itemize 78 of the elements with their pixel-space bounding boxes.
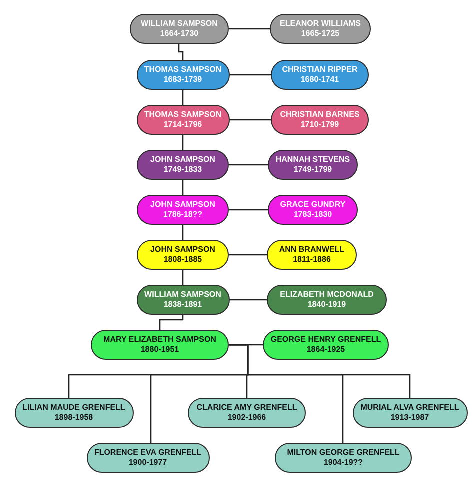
life-dates: 1665-1725 [301, 29, 340, 39]
person-name: ELEANOR WILLIAMS [280, 19, 361, 29]
person-pill [270, 14, 371, 44]
person-name: WILLIAM SAMPSON [144, 290, 222, 300]
person-pill [268, 150, 358, 180]
person-name: JOHN SAMPSON [150, 155, 216, 165]
person-pill [137, 195, 229, 225]
person-name: THOMAS SAMPSON [144, 110, 222, 120]
person-name: MILTON GEORGE GRENFELL [287, 448, 400, 458]
life-dates: 1900-1977 [128, 458, 168, 468]
person-name: FLORENCE EVA GRENFELL [94, 448, 202, 458]
person-name: MURIAL ALVA GRENFELL [360, 403, 460, 413]
marriage-line [229, 28, 270, 30]
person-name: LILIAN MAUDE GRENFELL [22, 403, 126, 413]
person-pill [137, 150, 229, 180]
marriage-line [229, 254, 267, 256]
person-pill [137, 240, 229, 270]
marriage-line [230, 74, 271, 76]
person-name: JOHN SAMPSON [150, 245, 216, 255]
life-dates: 1783-1830 [294, 210, 332, 220]
descent-line [159, 315, 184, 330]
descent-line [182, 135, 184, 150]
life-dates: 1838-1891 [164, 300, 202, 310]
person-pill [14, 398, 134, 428]
descent-line [182, 270, 184, 285]
person-pill [352, 398, 468, 428]
person-name: MARY ELIZABETH SAMPSON [104, 335, 216, 345]
person-name: GEORGE HENRY GRENFELL [270, 335, 382, 345]
life-dates: 1904-19?? [324, 458, 364, 468]
person-pill [267, 285, 387, 315]
person-pill [136, 60, 230, 90]
person-pill [271, 60, 369, 90]
person-pill [136, 285, 230, 315]
person-name: THOMAS SAMPSON [144, 65, 222, 75]
person-pill [275, 443, 412, 473]
person-name: WILLIAM SAMPSON [141, 19, 218, 29]
life-dates: 1749-1799 [294, 165, 332, 175]
life-dates: 1749-1833 [164, 165, 202, 175]
person-name: JOHN SAMPSON [150, 200, 216, 210]
marriage-line [230, 119, 271, 121]
person-pill [263, 330, 389, 360]
marriage-line [229, 164, 268, 166]
marriage-line [230, 299, 267, 301]
life-dates: 1864-1925 [306, 345, 346, 355]
person-pill [268, 195, 358, 225]
life-dates: 1913-1987 [390, 413, 430, 423]
person-name: GRACE GUNDRY [280, 200, 346, 210]
life-dates: 1880-1951 [140, 345, 180, 355]
life-dates: 1714-1796 [164, 120, 202, 130]
life-dates: 1786-18?? [163, 210, 203, 220]
person-name: ANN BRANWELL [279, 245, 345, 255]
person-name: ELIZABETH MCDONALD [280, 290, 374, 300]
person-pill [271, 105, 369, 135]
person-name: CLARICE AMY GRENFELL [196, 403, 298, 413]
person-pill [91, 330, 229, 360]
life-dates: 1898-1958 [54, 413, 94, 423]
marriage-line [229, 209, 268, 211]
person-name: CHRISTIAN RIPPER [282, 65, 358, 75]
life-dates: 1680-1741 [300, 75, 340, 85]
person-pill [267, 240, 357, 270]
life-dates: 1840-1919 [308, 300, 346, 310]
descent-line [182, 90, 184, 105]
life-dates: 1710-1799 [300, 120, 340, 130]
person-name: CHRISTIAN BARNES [280, 110, 360, 120]
descent-line [178, 44, 184, 60]
descent-line [182, 225, 184, 240]
descent-line [229, 344, 411, 398]
person-pill [136, 105, 230, 135]
life-dates: 1664-1730 [160, 29, 199, 39]
person-pill [86, 443, 210, 473]
person-name: HANNAH STEVENS [276, 155, 350, 165]
person-pill [188, 398, 306, 428]
life-dates: 1811-1886 [293, 255, 331, 265]
life-dates: 1683-1739 [164, 75, 202, 85]
life-dates: 1808-1885 [164, 255, 202, 265]
life-dates: 1902-1966 [228, 413, 266, 423]
person-pill [130, 14, 229, 44]
descent-line [182, 180, 184, 195]
